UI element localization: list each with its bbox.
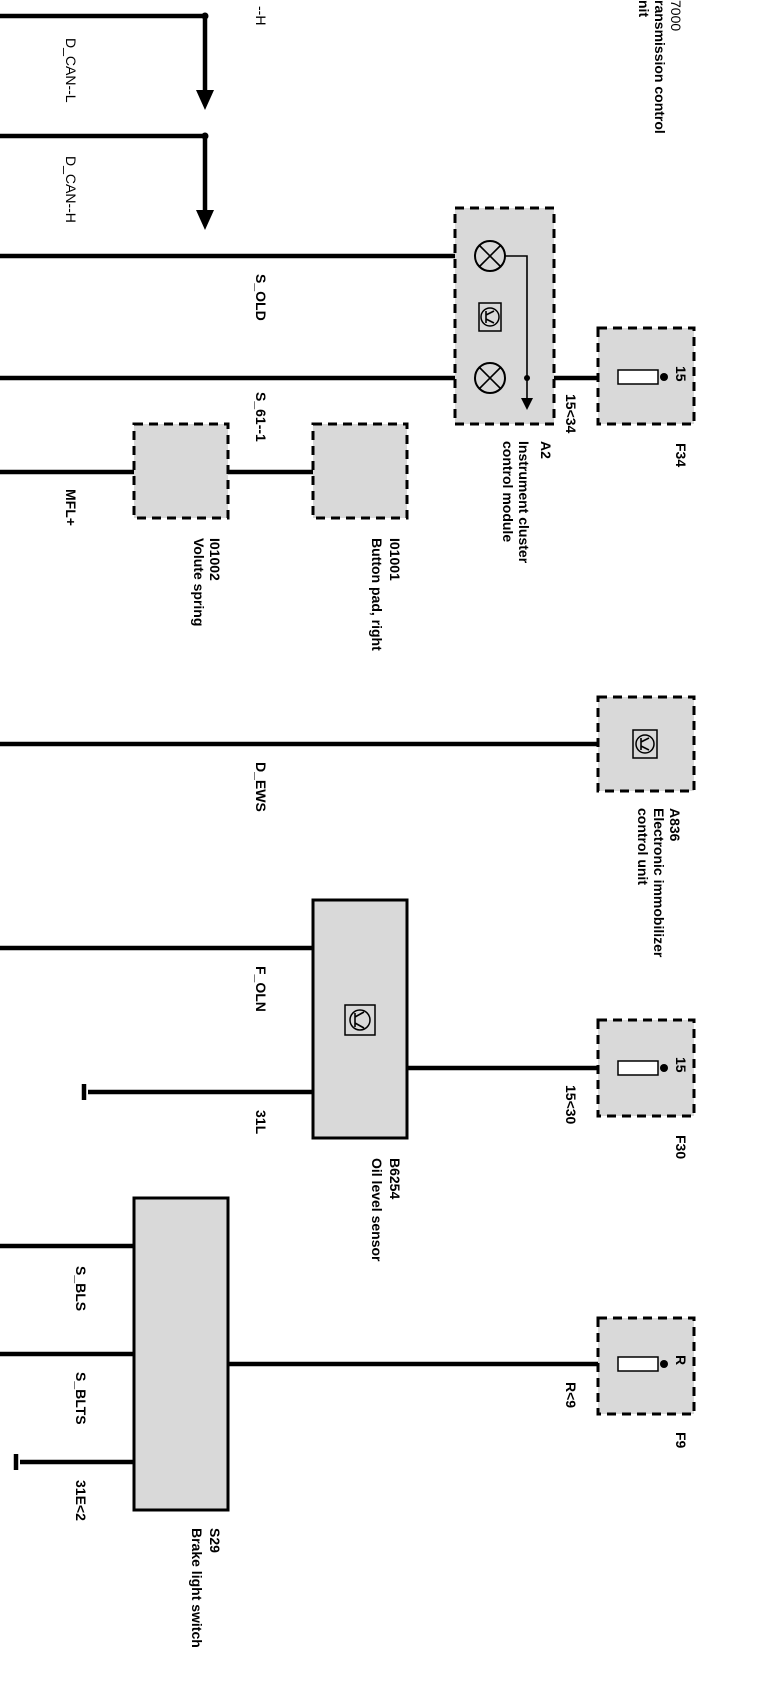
signal-s-bls: S_BLS <box>73 1266 89 1311</box>
b6254-name: Oil level sensor <box>369 1158 385 1262</box>
i01002-box <box>132 422 230 520</box>
b6254-transistor-icon <box>344 1004 376 1036</box>
s29-id: S29 <box>207 1528 223 1553</box>
s29-box <box>132 1196 230 1512</box>
signal-s-61: S_61--1 <box>253 392 269 442</box>
a836-transistor-icon <box>632 729 658 759</box>
f9-box <box>596 1316 696 1416</box>
signal-s-old: S_OLD <box>253 274 269 321</box>
a836-name-2: control unit <box>635 808 651 885</box>
a2-transistor-icon <box>478 302 502 332</box>
f34-fuse-icon <box>617 369 668 385</box>
tcu-id: 7000 <box>668 0 684 31</box>
i01002-id: I01002 <box>207 538 223 581</box>
f30-pin: 15 <box>673 1057 689 1073</box>
f34-id: F34 <box>673 443 689 467</box>
signal-d-can-h-top: --H <box>253 6 269 25</box>
signal-d-ews: D_EWS <box>253 762 269 812</box>
a2-lamp-2 <box>474 362 506 394</box>
tcu-name-2: nit <box>636 0 652 17</box>
d-can-l-line <box>0 132 214 230</box>
signal-d-can-h: D_CAN--H <box>63 156 79 223</box>
signal-mfl: MFL+ <box>63 489 79 526</box>
f9-id: F9 <box>673 1432 689 1449</box>
d-can-h-top-line <box>0 12 214 110</box>
signal-31e: 31E<2 <box>73 1480 89 1521</box>
a836-id: A836 <box>667 808 683 842</box>
a2-id: A2 <box>538 441 554 459</box>
i01001-box <box>311 422 409 520</box>
b6254-id: B6254 <box>387 1158 403 1199</box>
a2-pin: 15<34 <box>563 394 579 434</box>
i01001-name: Button pad, right <box>369 538 385 651</box>
f9-feed: R<9 <box>563 1382 579 1408</box>
signal-d-can-l: D_CAN--L <box>63 38 79 103</box>
f30-id: F30 <box>673 1135 689 1159</box>
signal-s-blts: S_BLTS <box>73 1372 89 1425</box>
i01002-name: Volute spring <box>191 538 207 626</box>
f9-fuse-icon <box>617 1356 668 1372</box>
a2-internal-link <box>505 255 528 398</box>
signal-31l: 31L <box>253 1110 269 1135</box>
a2-lamp-1 <box>474 240 506 272</box>
s29-name: Brake light switch <box>189 1528 205 1648</box>
i01001-id: I01001 <box>387 538 403 581</box>
signal-f-oln: F_OLN <box>253 966 269 1012</box>
a2-box <box>453 206 556 426</box>
f30-fuse-icon <box>617 1060 668 1076</box>
f9-pin: R <box>673 1355 689 1365</box>
f34-pin: 15 <box>673 366 689 382</box>
tcu-name: ransmission control <box>652 0 668 134</box>
a2-name-2: control module <box>500 441 516 542</box>
a2-name: Instrument cluster <box>516 441 532 564</box>
f30-feed: 15<30 <box>563 1085 579 1125</box>
a836-name: Electronic immobilizer <box>651 808 667 958</box>
